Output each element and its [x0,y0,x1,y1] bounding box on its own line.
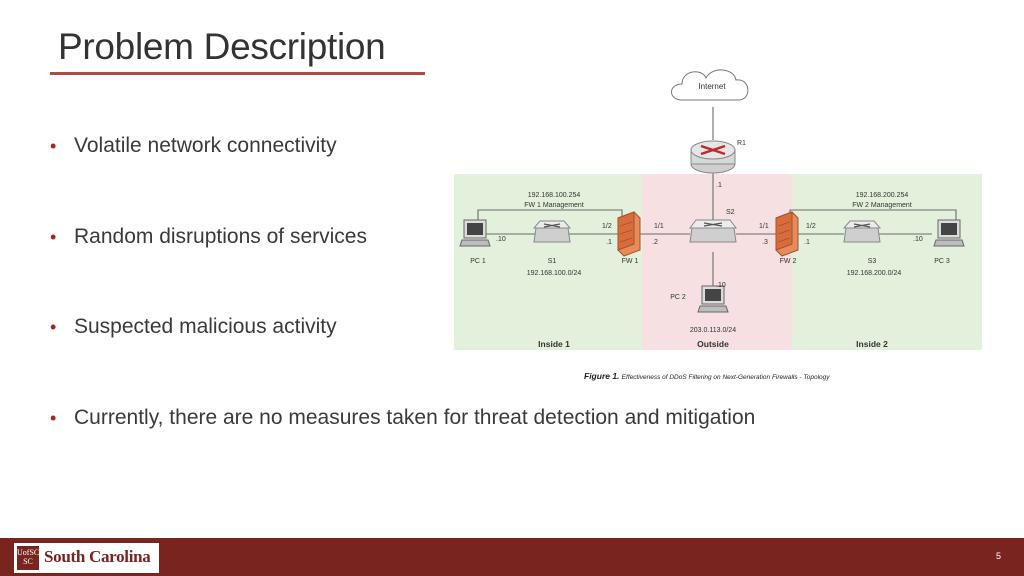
fw1-mgmt-label: FW 1 Management [524,202,584,209]
zone-inside2 [792,174,982,350]
pc2-icon [697,285,729,313]
internet-label: Internet [698,82,726,91]
pc3-label: PC 3 [934,258,950,265]
pc1-label: PC 1 [470,258,486,265]
zone-label-inside1: Inside 1 [538,339,570,349]
bullet-item: • Currently, there are no measures taken … [50,406,755,430]
bullet-item: • Suspected malicious activity [50,315,337,339]
pc1-addr: .10 [496,236,506,243]
bullet-text: Random disruptions of services [74,225,367,248]
pc2-addr: .10 [716,282,726,289]
zone-inside1 [454,174,642,350]
fw1-mgmt-ip: 192.168.100.254 [528,192,581,199]
r1-label: R1 [737,140,746,147]
fw1-port-out: 1/1 [654,223,664,230]
zone-outside [642,174,792,350]
switch-s1-icon [532,220,572,243]
fw1-port-in: 1/2 [602,223,612,230]
s3-subnet: 192.168.200.0/24 [847,270,902,277]
fw2-port-out: 1/1 [759,223,769,230]
pc2-subnet: 203.0.113.0/24 [690,327,736,334]
s3-label: S3 [868,258,877,265]
bullet-dot: • [50,136,57,156]
bullet-dot: • [50,227,57,247]
footer-bar [0,538,1024,576]
fw2-port-in: 1/2 [806,223,816,230]
fw2-mgmt-ip: 192.168.200.254 [856,192,909,199]
fw2-mgmt-label: FW 2 Management [852,202,912,209]
zone-label-outside: Outside [697,339,729,349]
caption-text: Effectiveness of DDoS Filtering on Next-… [621,374,830,381]
switch-s2-icon [689,219,737,243]
r1-addr: .1 [716,182,722,189]
page-number: 5 [996,551,1002,561]
pc1-icon [459,219,491,247]
s2-label: S2 [726,209,735,216]
logo-text: South Carolina [44,547,151,566]
router-icon [690,140,736,174]
bullet-dot: • [50,317,57,337]
fw1-firewall-icon [617,211,641,257]
title-underline [50,72,425,75]
caption-label: Figure 1. [584,371,620,381]
fw2-firewall-icon [775,211,799,257]
fw2-port-in-addr: .1 [804,239,810,246]
bullet-text: Suspected malicious activity [74,315,337,338]
switch-s3-icon [842,220,882,243]
s1-label: S1 [548,258,557,265]
bullet-text: Volatile network connectivity [74,134,337,157]
bullet-item: • Random disruptions of services [50,225,367,249]
pc3-icon [933,219,965,247]
internet-cloud-icon [671,69,749,101]
fw2-label: FW 2 [780,258,797,265]
network-topology-diagram: Internet R1 .1 S2 192.168.100.254 FW 1 M… [454,69,982,350]
bullet-text: Currently, there are no measures taken f… [74,406,756,429]
fw1-port-in-addr: .1 [606,239,612,246]
pc3-addr: .10 [913,236,923,243]
bullet-item: • Volatile network connectivity [50,134,337,158]
bullet-dot: • [50,408,57,428]
zone-label-inside2: Inside 2 [856,339,888,349]
fw1-label: FW 1 [622,258,639,265]
slide-title: Problem Description [58,26,386,67]
s1-subnet: 192.168.100.0/24 [527,270,582,277]
fw1-port-out-addr: .2 [652,239,658,246]
figure-caption: Figure 1. Effectiveness of DDoS Filterin… [584,371,830,381]
fw2-port-out-addr: .3 [762,239,768,246]
pc2-label: PC 2 [670,294,686,301]
network-links [477,107,957,290]
